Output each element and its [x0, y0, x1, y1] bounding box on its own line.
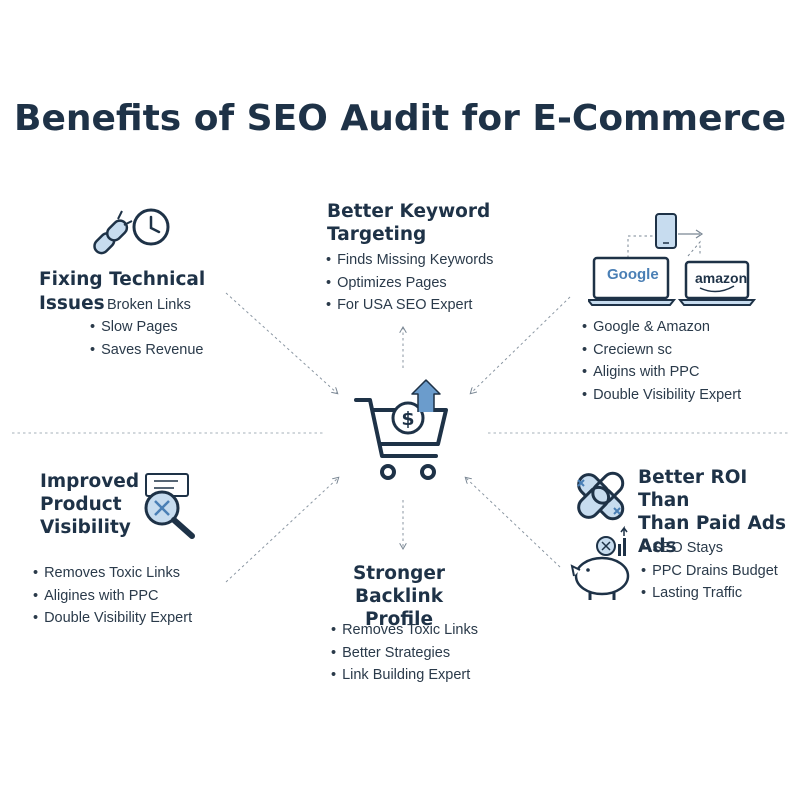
- broken-link-clock-icon: [93, 208, 170, 255]
- technical-heading-line2: Issues: [39, 293, 105, 314]
- amazon-logo-text: amazon: [695, 270, 748, 286]
- list-item: Aligines with PPC: [33, 585, 192, 608]
- keyword-list: Finds Missing Keywords Optimizes Pages F…: [326, 249, 493, 317]
- list-item: Lasting Traffic: [641, 582, 778, 605]
- arrow-roi: [466, 478, 561, 568]
- arrow-visibility: [225, 478, 338, 583]
- marketplace-list: Google & Amazon Creciewn sc Aligins with…: [582, 316, 741, 406]
- list-item: Aligins with PPC: [582, 361, 741, 384]
- list-item: Optimizes Pages: [326, 272, 493, 295]
- arrow-marketplace: [471, 296, 571, 393]
- svg-text:$: $: [401, 408, 414, 430]
- list-item: Creciewn sc: [582, 339, 741, 362]
- keyword-heading: Better Keyword Targeting: [327, 201, 491, 245]
- list-item: Double Visibility Expert: [582, 384, 741, 407]
- list-item: Saves Revenue: [90, 339, 203, 362]
- list-item: Double Visibility Expert: [33, 607, 192, 630]
- list-item: Google & Amazon: [582, 316, 741, 339]
- arrow-technical: [225, 292, 337, 393]
- technical-item-broken-links: Broken Links: [107, 297, 191, 313]
- technical-heading: Fixing Technical: [39, 269, 206, 290]
- roi-list: SEO Stays PPC Drains Budget Lasting Traf…: [641, 537, 778, 605]
- page-title: Benefits of SEO Audit for E-Commerce: [14, 98, 786, 139]
- list-item: Removes Toxic Links: [33, 562, 192, 585]
- visibility-list: Removes Toxic Links Aligines with PPC Do…: [33, 562, 192, 630]
- list-item: Slow Pages: [90, 316, 203, 339]
- chain-piggybank-icon: [570, 471, 630, 600]
- list-item: Better Strategies: [331, 642, 478, 665]
- list-item: Removes Toxic Links: [331, 619, 478, 642]
- laptops-phone-icon: [588, 213, 757, 306]
- list-item: Link Building Expert: [331, 664, 478, 687]
- shopping-cart-dollar-icon: $: [354, 379, 448, 480]
- google-logo-text: Google: [607, 266, 659, 283]
- list-item: PPC Drains Budget: [641, 560, 778, 583]
- backlink-list: Removes Toxic Links Better Strategies Li…: [331, 619, 478, 687]
- roi-heading: Better ROI Than Than Paid Ads Ads: [638, 467, 787, 557]
- list-item: SEO Stays: [641, 537, 778, 560]
- list-item: Finds Missing Keywords: [326, 249, 493, 272]
- list-item: For USA SEO Expert: [326, 294, 493, 317]
- magnifier-x-icon: [144, 473, 195, 539]
- visibility-heading: Improved Product Visibility: [40, 471, 140, 538]
- technical-list: Slow Pages Saves Revenue: [90, 316, 203, 361]
